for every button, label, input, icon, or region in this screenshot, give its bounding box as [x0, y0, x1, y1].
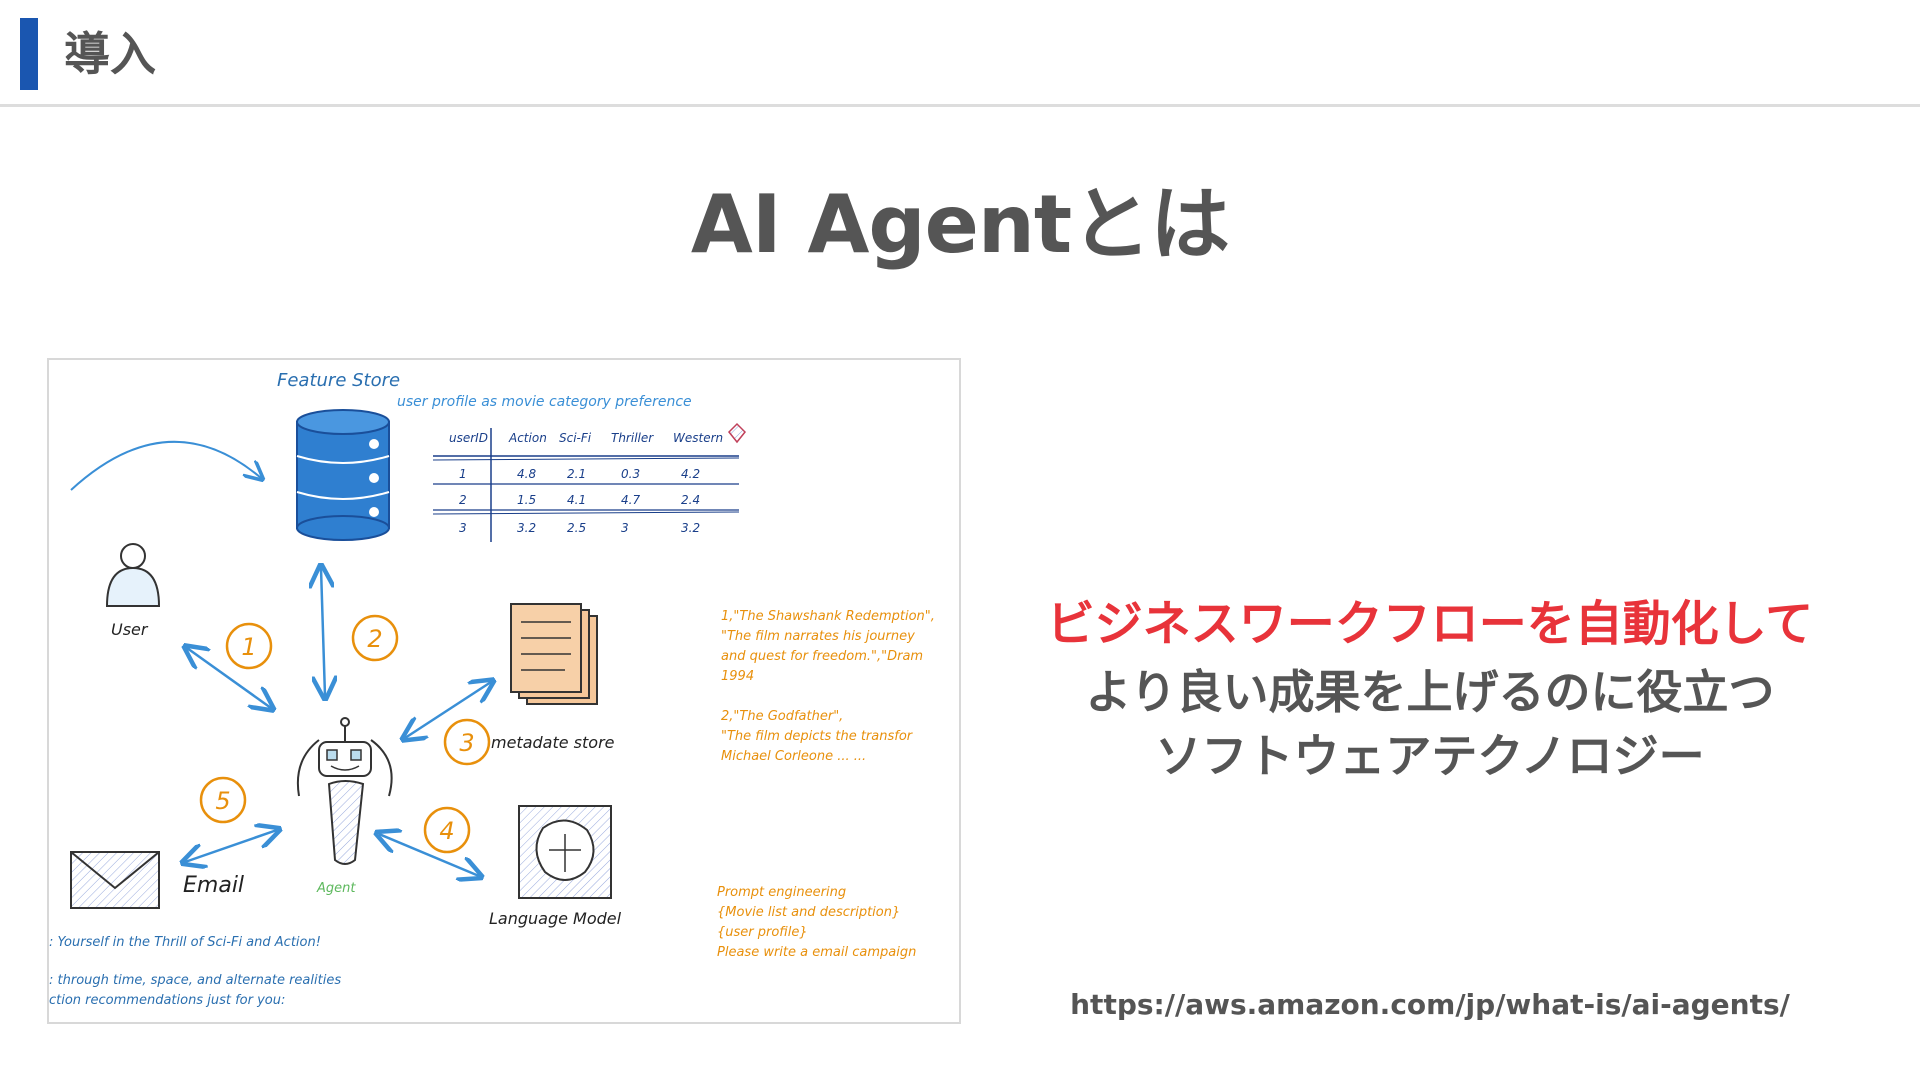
prompt-line: Please write a email campaign [717, 945, 916, 960]
table-header-cell: Action [508, 431, 547, 445]
movie-2-line: Michael Corleone ... ... [721, 749, 866, 764]
step-1-circle [225, 622, 273, 670]
table-header-cell: userID [449, 431, 488, 445]
step-5-number: 5 [215, 787, 230, 815]
table-cell: 3.2 [681, 521, 700, 535]
step-2-number: 2 [367, 625, 382, 653]
table-cell: 4.8 [517, 467, 536, 481]
email-body-line: : through time, space, and alternate rea… [49, 973, 341, 988]
prompt-line: Prompt engineering [717, 885, 846, 900]
step-4-circle [423, 806, 471, 854]
heart-icon [727, 422, 747, 444]
arrow-agent-llm [379, 834, 479, 876]
ai-agent-diagram: Feature Store user profile as movie cate… [47, 358, 961, 1024]
envelope-icon [70, 851, 160, 909]
feature-store-title: Feature Store [277, 370, 400, 391]
table-cell: 4.1 [567, 493, 586, 507]
table-cell: 4.2 [681, 467, 700, 481]
robot-agent-icon [296, 717, 393, 865]
arrow-agent-email [185, 830, 277, 862]
table-cell: 0.3 [621, 467, 640, 481]
table-cell: 3 [621, 521, 629, 535]
table-cell: 3.2 [517, 521, 536, 535]
email-body-line: : Yourself in the Thrill of Sci-Fi and A… [49, 935, 321, 950]
step-1-number: 1 [241, 633, 256, 661]
table-cell: 1 [459, 467, 467, 481]
table-cell: 2 [459, 493, 467, 507]
metadata-store-label: metadate store [491, 733, 615, 752]
table-cell: 1.5 [517, 493, 536, 507]
movie-1-line: 1994 [721, 669, 754, 684]
language-model-label: Language Model [489, 909, 622, 928]
table-cell: 4.7 [621, 493, 640, 507]
table-cell: 3 [459, 521, 467, 535]
table-header-cell: Sci-Fi [559, 431, 592, 445]
step-2-circle [351, 614, 399, 662]
arrow-metadata-agent [405, 682, 491, 738]
email-label: Email [183, 873, 244, 898]
table-cell: 2.5 [567, 521, 586, 535]
prompt-line: {Movie list and description} [717, 905, 900, 920]
brain-chip-icon [518, 805, 612, 899]
arrow-store-agent [321, 568, 325, 696]
step-3-number: 3 [459, 729, 474, 757]
description-line-3: ソフトウェアテクノロジー [1155, 729, 1705, 783]
movie-1-line: "The film narrates his journey [721, 629, 915, 644]
slide-header: 導入 [0, 0, 1920, 107]
description-line-2: より良い成果を上げるのに役立つ [1085, 665, 1775, 719]
movie-2-line: 2,"The Godfather", [721, 709, 843, 724]
preference-table: userID Action Sci-Fi Thriller Western 1 … [432, 422, 747, 542]
agent-label: Agent [316, 881, 356, 896]
feature-store-subtitle: user profile as movie category preferenc… [397, 394, 692, 410]
movie-1-line: 1,"The Shawshank Redemption", [721, 609, 935, 624]
database-icon [296, 409, 390, 541]
user-label: User [111, 620, 149, 639]
document-stack-icon [510, 603, 598, 705]
header-accent-bar [20, 18, 38, 90]
source-url[interactable]: https://aws.amazon.com/jp/what-is/ai-age… [1070, 988, 1790, 1021]
email-body-line: ction recommendations just for you: [49, 993, 285, 1008]
step-5-circle [199, 776, 247, 824]
step-4-number: 4 [439, 817, 454, 845]
table-header-cell: Thriller [611, 431, 654, 445]
table-header-cell: Western [673, 431, 723, 445]
table-cell: 2.4 [681, 493, 700, 507]
table-cell: 2.1 [567, 467, 586, 481]
movie-2-line: "The film depicts the transfor [721, 729, 914, 744]
step-3-circle [443, 718, 491, 766]
description-highlight: ビジネスワークフローを自動化して [1046, 596, 1814, 652]
movie-1-line: and quest for freedom.","Dram [721, 649, 923, 664]
slide-title: AI Agentとは [690, 178, 1230, 271]
user-icon [105, 543, 161, 607]
header-divider [0, 104, 1920, 107]
diagram-canvas: Feature Store user profile as movie cate… [49, 370, 935, 1008]
arrow-user-agent [187, 648, 271, 708]
section-title: 導入 [64, 27, 156, 81]
prompt-line: {user profile} [717, 925, 808, 940]
flow-arc-arrow [70, 440, 261, 491]
